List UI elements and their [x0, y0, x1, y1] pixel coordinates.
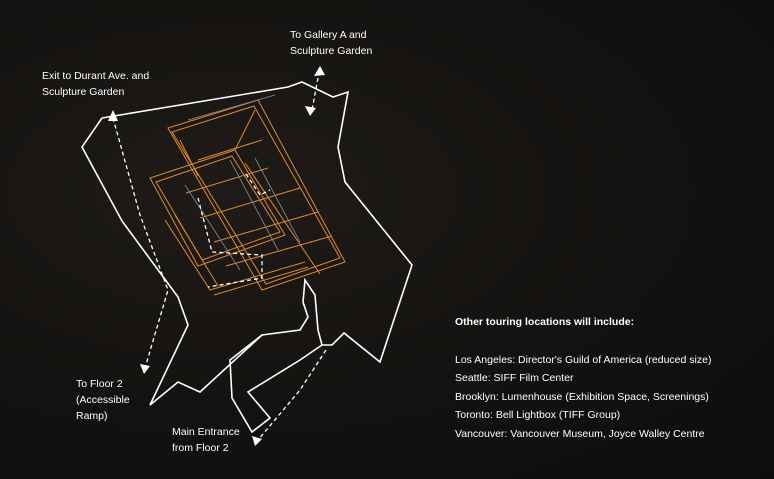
location-item: Brooklyn: Lumenhouse (Exhibition Space, …	[455, 390, 709, 403]
arrow-floor2-icon	[140, 364, 150, 374]
touring-locations: Other touring locations will include: Lo…	[455, 313, 711, 443]
exit-durant-label: Exit to Durant Ave. and Sculpture Garden	[42, 70, 150, 98]
arrow-gallery-down-icon	[305, 106, 316, 116]
floor2-ramp-label: To Floor 2 (Accessible Ramp)	[76, 378, 130, 422]
location-item: Los Angeles: Director's Guild of America…	[455, 353, 712, 366]
main-entrance-label: Main Entrance from Floor 2	[172, 426, 240, 454]
building-outline-south	[229, 334, 323, 434]
gallery-a-label: To Gallery A and Sculpture Garden	[290, 29, 373, 57]
location-item: Toronto: Bell Lightbox (TIFF Group)	[455, 409, 621, 421]
exhibit-layout	[149, 99, 346, 296]
arrow-gallery-up-icon	[314, 66, 325, 76]
dashed-paths	[112, 77, 327, 441]
arrow-main-entrance-icon	[252, 436, 262, 446]
location-item: Vancouver: Vancouver Museum, Joyce Walle…	[455, 427, 705, 440]
building-outline-west	[81, 81, 413, 406]
interior-walls	[184, 94, 301, 271]
arrow-exit-durant-icon	[108, 110, 118, 121]
touring-heading: Other touring locations will include:	[455, 316, 635, 328]
location-item: Seattle: SIFF Film Center	[455, 372, 574, 384]
